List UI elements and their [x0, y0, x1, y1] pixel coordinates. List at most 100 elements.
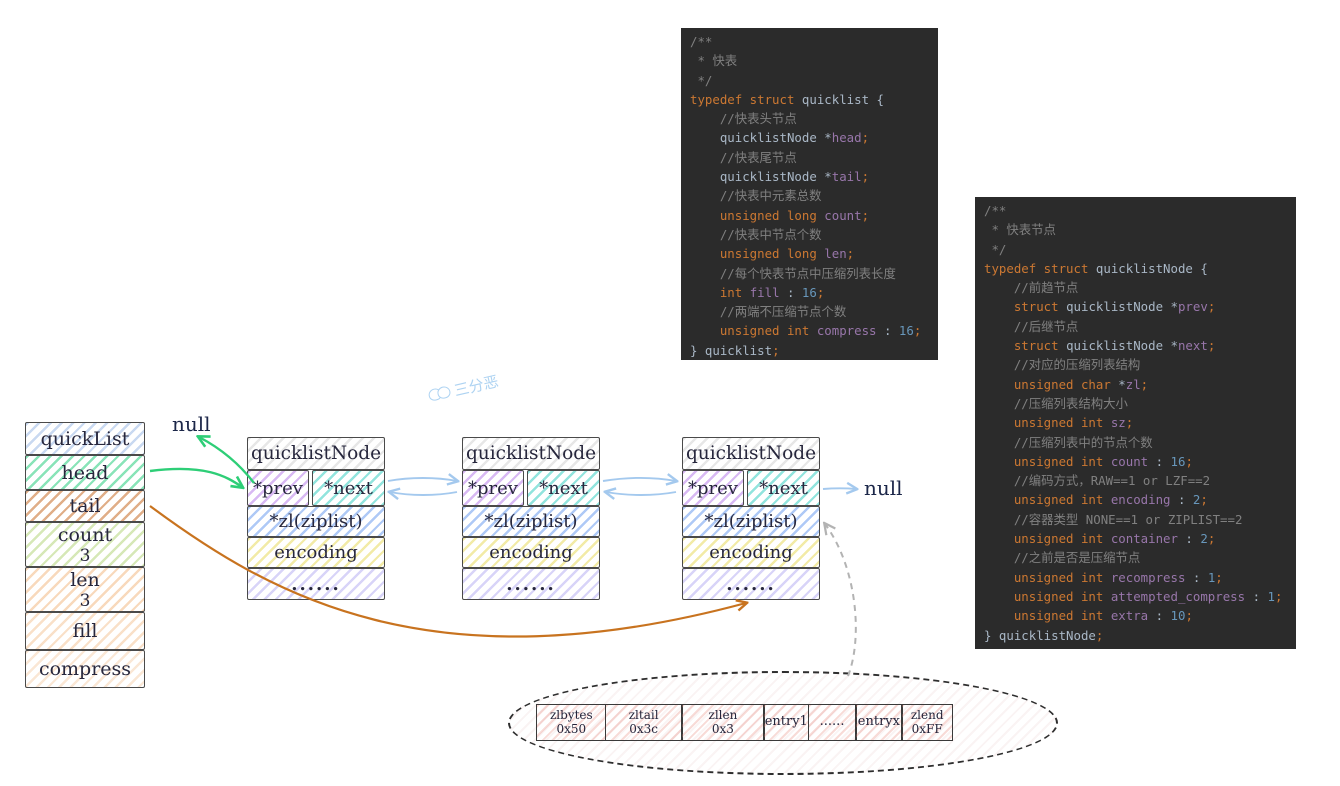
code-line: //编码方式，RAW==1 or LZF==2 — [984, 473, 1211, 489]
field-label: fill — [72, 620, 98, 642]
watermark: 三分恶 — [427, 370, 501, 406]
quicklistnode-box-3: quicklistNode*prev*next*zl(ziplist)encod… — [682, 437, 820, 600]
node-zl-field: *zl(ziplist) — [682, 506, 820, 537]
code-line: struct quicklistNode *next; — [984, 338, 1216, 354]
code-line: //两端不压缩节点个数 — [690, 304, 847, 320]
arrow-node2-prev-to-node1 — [390, 492, 458, 495]
arrow-node2-next-to-node3 — [602, 478, 676, 481]
arrow-node1-prev-to-null — [199, 437, 255, 484]
code-line: unsigned int encoding : 2; — [984, 492, 1208, 508]
node-more-field: ...... — [247, 568, 385, 600]
node-encoding-field: encoding — [247, 537, 385, 568]
ziplist-cell-entryx: entryx — [854, 704, 903, 741]
ziplist-cell-value: 0x3 — [711, 721, 734, 736]
node-title: quicklistNode — [682, 437, 820, 470]
node-more-field: ...... — [462, 568, 600, 600]
ziplist-cell-value: 0x50 — [556, 721, 587, 736]
field-label: head — [61, 461, 109, 484]
code-line: int fill : 16; — [690, 284, 825, 300]
quicklist-box-title: quickList — [25, 422, 145, 455]
field-value: 3 — [79, 591, 91, 611]
field-label: count — [57, 524, 113, 546]
code-line: * 快表节点 — [984, 222, 1056, 238]
code-line: quicklistNode *head; — [690, 130, 870, 146]
quicklist-field-head: head — [25, 455, 145, 490]
arrow-node3-prev-to-node2 — [606, 492, 677, 495]
code-line: typedef struct quicklist { — [690, 91, 884, 107]
code-line: * 快表 — [690, 53, 738, 69]
code-line: //后继节点 — [984, 318, 1079, 334]
arrow-node3-next-to-null — [822, 488, 856, 489]
code-line: } quicklist; — [690, 342, 780, 358]
code-line: //前趋节点 — [984, 280, 1079, 296]
node-next-field: *next — [747, 470, 820, 506]
code-line: //快表中节点个数 — [690, 226, 822, 242]
code-line: unsigned int compress : 16; — [690, 323, 922, 339]
arrow-ziplist-to-zl — [825, 524, 857, 677]
node-pointer-row: *prev*next — [247, 470, 385, 506]
node-pointer-row: *prev*next — [682, 470, 820, 506]
ziplist-ellipse — [508, 671, 1058, 775]
ziplist-cell-value: 0xFF — [911, 721, 943, 736]
code-line: //压缩列表中的节点个数 — [984, 434, 1153, 450]
code-line: */ — [690, 72, 713, 88]
code-line: //之前是否是压缩节点 — [984, 550, 1141, 566]
node-next-field: *next — [312, 470, 385, 506]
node-prev-field: *prev — [247, 470, 309, 506]
arrow-head-to-node1 — [149, 467, 242, 487]
code-line: unsigned long count; — [690, 207, 870, 223]
ziplist-cell-label: zlbytes — [549, 707, 593, 722]
ziplist-cell-label: zltail — [628, 707, 659, 722]
code-line: unsigned int count : 16; — [984, 453, 1193, 469]
null-label-head-prev: null — [172, 412, 211, 436]
ziplist-cell-entries-ellipsis: ...... — [807, 704, 857, 741]
field-label: len — [70, 569, 100, 591]
code-line: //快表中元素总数 — [690, 188, 822, 204]
code-block-quicklist: /** * 快表 */ typedef struct quicklist { //… — [681, 28, 938, 360]
code-line: quicklistNode *tail; — [690, 169, 870, 185]
quicklist-field-compress: compress — [25, 650, 145, 688]
ziplist-cell-value: 0x3c — [629, 721, 658, 736]
node-prev-field: *prev — [462, 470, 524, 506]
code-line: unsigned char *zl; — [984, 376, 1149, 392]
node-zl-field: *zl(ziplist) — [462, 506, 600, 537]
field-label: compress — [38, 658, 132, 680]
node-next-field: *next — [527, 470, 600, 506]
code-line: /** — [690, 34, 713, 49]
code-line: */ — [984, 241, 1007, 257]
ziplist-cell-label: entryx — [857, 714, 900, 730]
arrow-node1-next-to-node2 — [387, 478, 457, 481]
quicklistnode-box-1: quicklistNode*prev*next*zl(ziplist)encod… — [247, 437, 385, 600]
code-line: unsigned int recompress : 1; — [984, 569, 1223, 585]
code-line: unsigned int container : 2; — [984, 531, 1216, 547]
ziplist-cell-label: zlend — [910, 707, 944, 722]
field-label: tail — [69, 495, 101, 517]
code-line: typedef struct quicklistNode { — [984, 260, 1208, 276]
ziplist-cell-entry1: entry1 — [763, 704, 810, 741]
quicklist-field-fill: fill — [25, 612, 145, 650]
code-line: unsigned int attempted_compress : 1; — [984, 588, 1283, 604]
code-block-quicklistnode: /** * 快表节点 */typedef struct quicklistNod… — [975, 197, 1296, 649]
quicklistnode-box-2: quicklistNode*prev*next*zl(ziplist)encod… — [462, 437, 600, 600]
arrow-tail-to-node3 — [149, 505, 746, 638]
code-line: unsigned int sz; — [984, 415, 1134, 431]
ziplist-cell-label: zllen — [708, 707, 738, 722]
code-line: //快表头节点 — [690, 111, 797, 127]
code-line: //对应的压缩列表结构 — [984, 357, 1141, 373]
code-line: //容器类型 NONE==1 or ZIPLIST==2 — [984, 511, 1243, 527]
code-line: } quicklistNode; — [984, 627, 1104, 643]
watermark-text: 三分恶 — [452, 372, 501, 400]
node-encoding-field: encoding — [682, 537, 820, 568]
code-line: unsigned int extra : 10; — [984, 608, 1193, 624]
code-line: unsigned long len; — [690, 246, 855, 262]
null-label-tail-next: null — [864, 476, 903, 500]
code-line: //每个快表节点中压缩列表长度 — [690, 265, 896, 281]
node-encoding-field: encoding — [462, 537, 600, 568]
